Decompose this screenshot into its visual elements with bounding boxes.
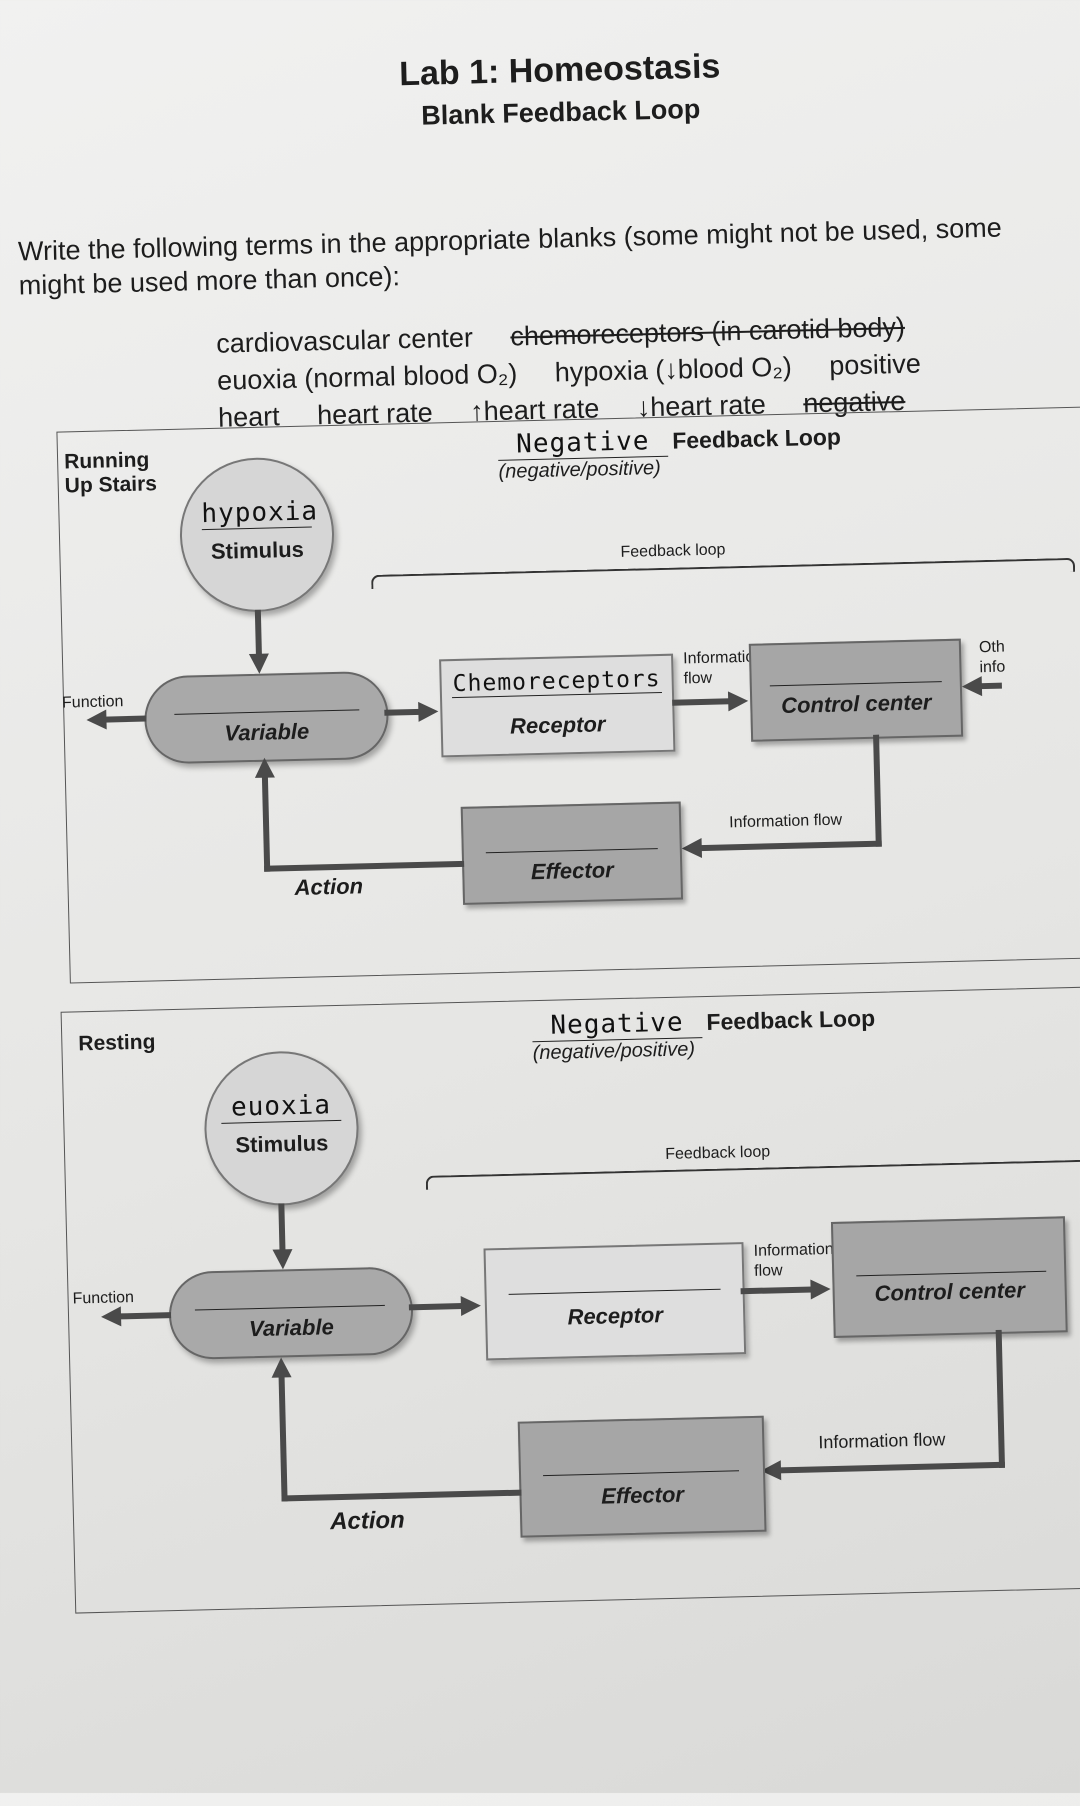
action-line xyxy=(264,860,465,872)
stimulus-circle: euoxia Stimulus xyxy=(202,1049,361,1208)
info-flow-caption-b: Information flow xyxy=(728,811,843,832)
loop-type-line: Negative Feedback Loop (negative/positiv… xyxy=(497,417,1019,484)
stimulus-arrow xyxy=(278,1203,286,1254)
term-struck: chemoreceptors (in carotid body) xyxy=(509,311,906,352)
variable-label: Variable xyxy=(224,718,310,746)
function-arrowhead xyxy=(100,1306,122,1327)
stimulus-label: Stimulus xyxy=(210,536,305,564)
feedback-loop-panel-2: Resting Negative Feedback Loop (negative… xyxy=(60,985,1080,1614)
loop-type-answer[interactable]: Negative xyxy=(497,425,669,461)
loop-type-line: Negative Feedback Loop (negative/positiv… xyxy=(531,999,1053,1066)
stimulus-answer[interactable]: euoxia xyxy=(220,1089,342,1124)
action-line xyxy=(281,1489,522,1502)
stimulus-circle: hypoxia Stimulus xyxy=(178,455,336,614)
control-to-effector-line xyxy=(778,1461,1006,1474)
effector-label: Effector xyxy=(600,1481,685,1509)
control-center-label: Control center xyxy=(780,689,932,719)
action-up-line xyxy=(278,1375,288,1502)
feedback-loop-caption: Feedback loop xyxy=(665,1143,771,1164)
variable-pill: Variable xyxy=(143,670,390,765)
effector-box: Effector xyxy=(517,1415,767,1538)
stimulus-arrowhead xyxy=(248,653,270,675)
scenario-label: Resting xyxy=(78,1030,156,1056)
function-arrowhead xyxy=(86,709,107,731)
variable-label: Variable xyxy=(248,1314,335,1342)
effector-answer[interactable] xyxy=(485,846,658,854)
term: positive xyxy=(828,348,922,381)
stimulus-arrowhead xyxy=(272,1249,293,1270)
function-arrow xyxy=(118,1312,172,1320)
term: cardiovascular center xyxy=(215,322,474,359)
feedback-brace xyxy=(371,557,1076,590)
action-up-line xyxy=(261,775,271,872)
variable-to-receptor-arrow xyxy=(384,708,421,716)
control-down-line xyxy=(873,734,882,847)
effector-answer[interactable] xyxy=(543,1468,740,1477)
effector-label: Effector xyxy=(530,857,614,885)
term: euoxia (normal blood O₂) xyxy=(216,358,518,396)
instructions: Write the following terms in the appropr… xyxy=(17,212,1003,301)
info-flow-caption-b: Information flow xyxy=(818,1429,946,1453)
feedback-brace xyxy=(425,1159,1080,1190)
other-info-arrow xyxy=(979,682,1002,690)
control-down-line xyxy=(995,1329,1006,1468)
control-center-answer[interactable] xyxy=(769,679,942,687)
receptor-answer[interactable]: Chemoreceptors xyxy=(451,665,662,699)
feedback-loop-caption: Feedback loop xyxy=(620,541,726,561)
receptor-label: Receptor xyxy=(567,1302,664,1330)
control-center-box: Control center xyxy=(830,1216,1068,1338)
receptor-answer[interactable] xyxy=(508,1286,721,1295)
receptor-to-control-arrowhead xyxy=(727,690,749,712)
receptor-label: Receptor xyxy=(509,711,606,739)
variable-to-receptor-arrow xyxy=(408,1303,463,1311)
feedback-loop-title: Feedback Loop xyxy=(671,423,842,454)
scenario-label: Running Up Stairs xyxy=(63,448,158,498)
action-arrowhead xyxy=(271,1357,292,1378)
variable-to-receptor-arrowhead xyxy=(418,701,439,722)
function-arrow xyxy=(104,715,147,723)
control-to-effector-line xyxy=(699,840,882,852)
function-label: Function xyxy=(72,1289,135,1308)
term: hypoxia (↓blood O₂) xyxy=(554,351,793,388)
receptor-to-control-arrowhead xyxy=(810,1279,831,1300)
receptor-to-control-arrow xyxy=(672,698,731,706)
feedback-loop-panel-1: Running Up Stairs Negative Feedback Loop… xyxy=(56,406,1080,984)
receptor-to-control-arrow xyxy=(740,1286,813,1295)
variable-to-receptor-arrowhead xyxy=(460,1295,482,1317)
variable-pill: Variable xyxy=(167,1266,415,1361)
receptor-box: Chemoreceptors Receptor xyxy=(439,653,676,758)
control-to-effector-arrowhead xyxy=(681,838,703,859)
other-info-label: Oth info xyxy=(978,638,1006,677)
control-center-answer[interactable] xyxy=(856,1268,1047,1277)
feedback-loop-title: Feedback Loop xyxy=(706,1004,876,1035)
control-center-label: Control center xyxy=(874,1277,1026,1306)
control-center-box: Control center xyxy=(748,638,964,742)
loop-type-answer[interactable]: Negative xyxy=(531,1007,703,1043)
action-label: Action xyxy=(294,873,364,900)
effector-box: Effector xyxy=(460,801,684,905)
action-label: Action xyxy=(329,1506,406,1536)
info-flow-caption-a: Information flow xyxy=(753,1240,834,1280)
variable-answer[interactable] xyxy=(194,1302,385,1311)
variable-answer[interactable] xyxy=(174,707,360,715)
stimulus-arrow xyxy=(254,609,262,658)
receptor-box: Receptor xyxy=(483,1242,747,1361)
stimulus-answer[interactable]: hypoxia xyxy=(201,496,319,531)
action-arrowhead xyxy=(254,757,275,778)
stimulus-label: Stimulus xyxy=(235,1130,329,1158)
